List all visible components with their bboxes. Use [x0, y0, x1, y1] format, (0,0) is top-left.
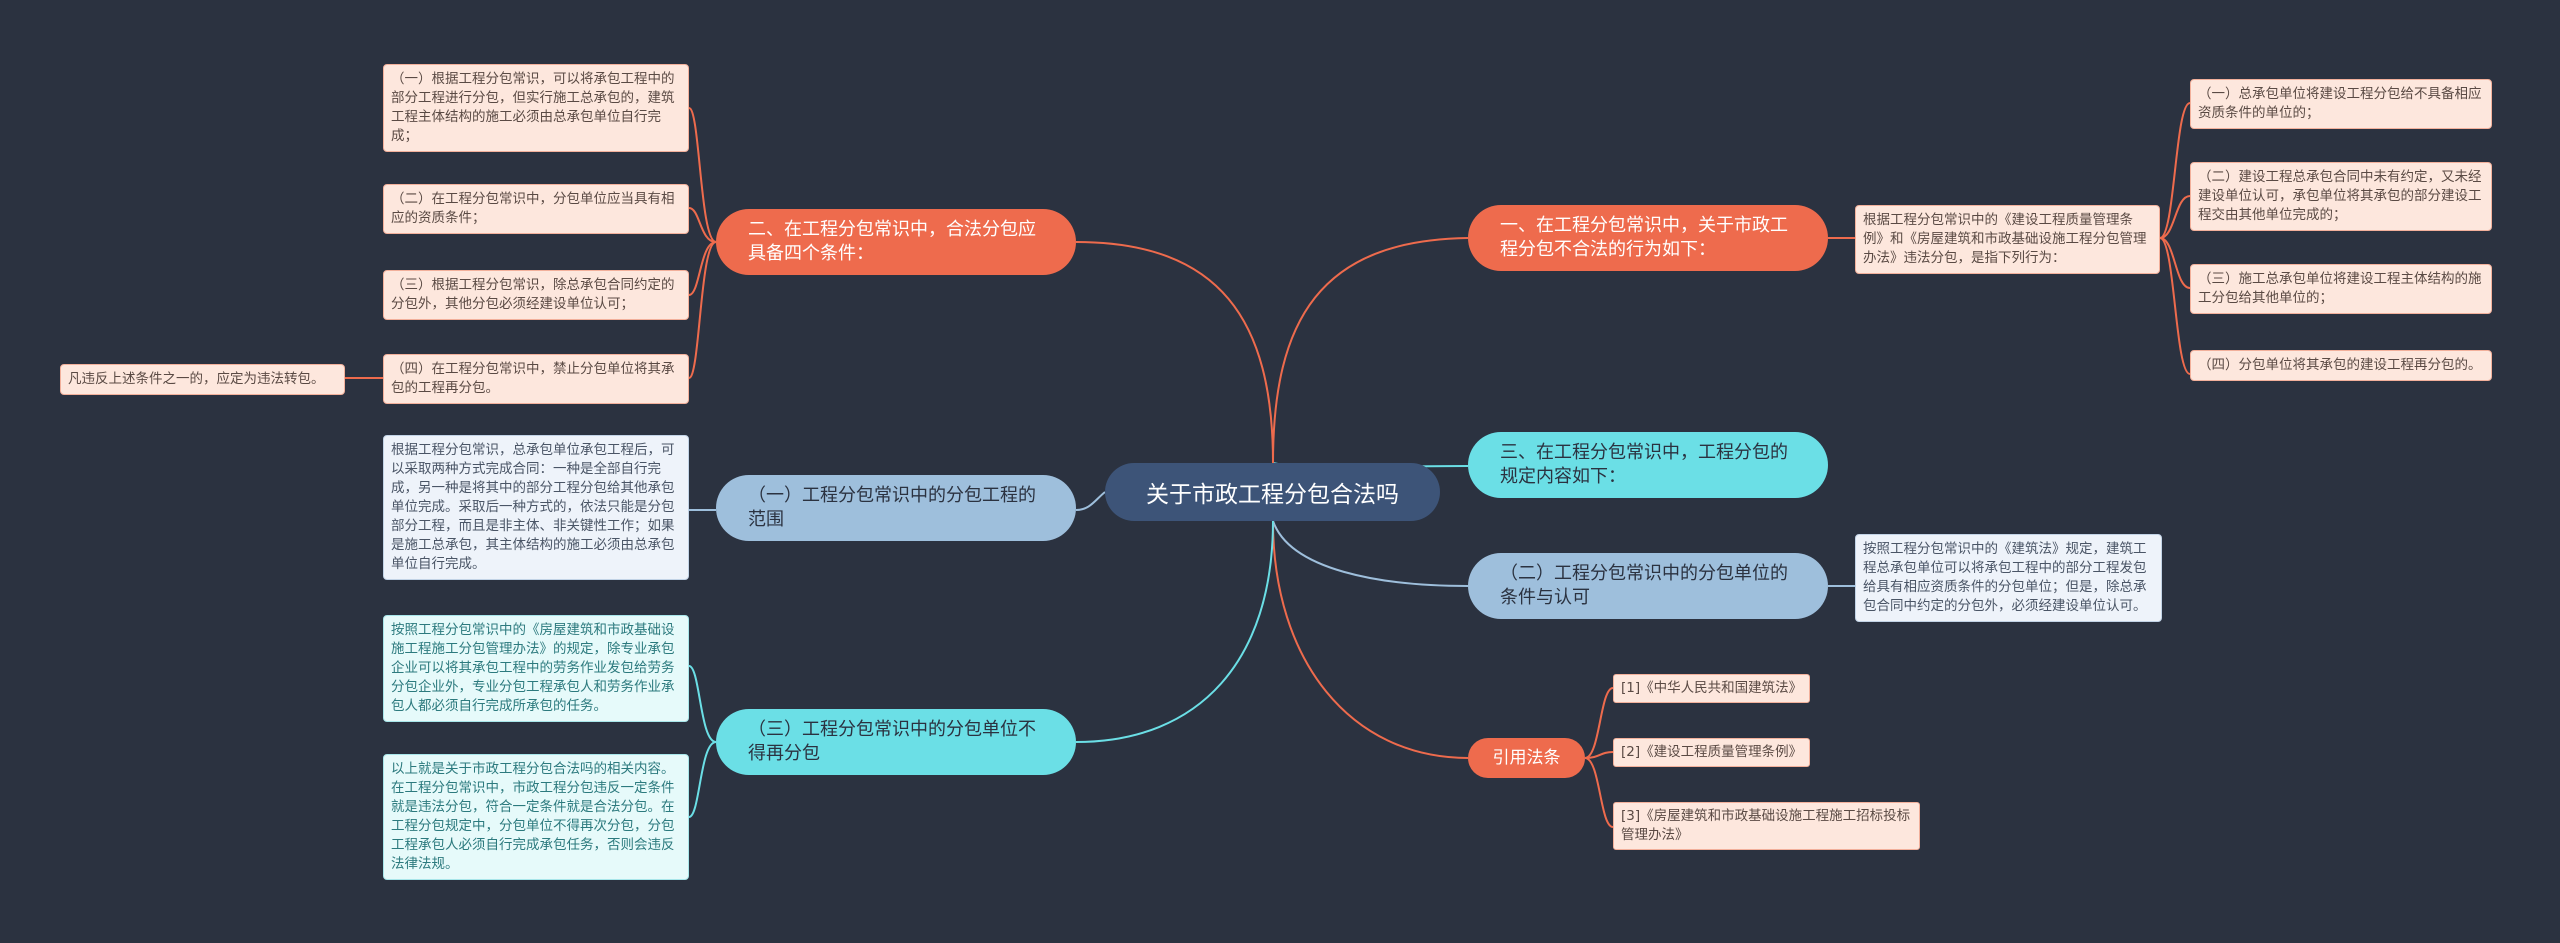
summary-text: 以上就是关于市政工程分包合法吗的相关内容。在工程分包常识中，市政工程分包违反一定…	[383, 754, 689, 880]
no-resubcontract-rule: 按照工程分包常识中的《房屋建筑和市政基础设施工程施工分包管理办法》的规定，除专业…	[383, 615, 689, 722]
legal-condition-2: （二）在工程分包常识中，分包单位应当具有相应的资质条件；	[383, 184, 689, 234]
illegal-item-2: （二）建设工程总承包合同中未有约定，又未经建设单位认可，承包单位将其承包的部分建…	[2190, 162, 2492, 231]
branch-subcontract-rules[interactable]: 三、在工程分包常识中，工程分包的规定内容如下：	[1468, 432, 1828, 498]
illegal-item-3: （三）施工总承包单位将建设工程主体结构的施工分包给其他单位的；	[2190, 264, 2492, 314]
branch-subcontract-scope[interactable]: （一）工程分包常识中的分包工程的范围	[716, 475, 1076, 541]
illegal-item-1: （一）总承包单位将建设工程分包给不具备相应资质条件的单位的；	[2190, 79, 2492, 129]
branch-legal-conditions[interactable]: 二、在工程分包常识中，合法分包应具备四个条件：	[716, 209, 1076, 275]
root-topic[interactable]: 关于市政工程分包合法吗	[1105, 463, 1440, 521]
subcontractor-conditions-desc: 按照工程分包常识中的《建筑法》规定，建筑工程总承包单位可以将承包工程中的部分工程…	[1855, 534, 2162, 622]
branch-illegal-subcontract[interactable]: 一、在工程分包常识中，关于市政工程分包不合法的行为如下：	[1468, 205, 1828, 271]
law-item-2[interactable]: [2]《建设工程质量管理条例》	[1613, 738, 1811, 767]
illegal-item-4: （四）分包单位将其承包的建设工程再分包的。	[2190, 350, 2492, 381]
branch-no-resubcontract[interactable]: （三）工程分包常识中的分包单位不得再分包	[716, 709, 1076, 775]
law-item-1[interactable]: [1]《中华人民共和国建筑法》	[1613, 674, 1811, 703]
legal-condition-4: （四）在工程分包常识中，禁止分包单位将其承包的工程再分包。	[383, 354, 689, 404]
subcontract-scope-desc: 根据工程分包常识，总承包单位承包工程后，可以采取两种方式完成合同：一种是全部自行…	[383, 435, 689, 580]
illegal-subcontract-desc: 根据工程分包常识中的《建设工程质量管理条例》和《房屋建筑和市政基础设施工程分包管…	[1855, 205, 2160, 274]
legal-condition-1: （一）根据工程分包常识，可以将承包工程中的部分工程进行分包，但实行施工总承包的，…	[383, 64, 689, 152]
branch-subcontractor-conditions[interactable]: （二）工程分包常识中的分包单位的条件与认可	[1468, 553, 1828, 619]
branch-cited-laws[interactable]: 引用法条	[1468, 738, 1585, 778]
law-item-3[interactable]: [3]《房屋建筑和市政基础设施工程施工招标投标管理办法》	[1613, 802, 1920, 850]
legal-condition-3: （三）根据工程分包常识，除总承包合同约定的分包外，其他分包必须经建设单位认可；	[383, 270, 689, 320]
illegal-transfer-note: 凡违反上述条件之一的，应定为违法转包。	[60, 364, 345, 395]
